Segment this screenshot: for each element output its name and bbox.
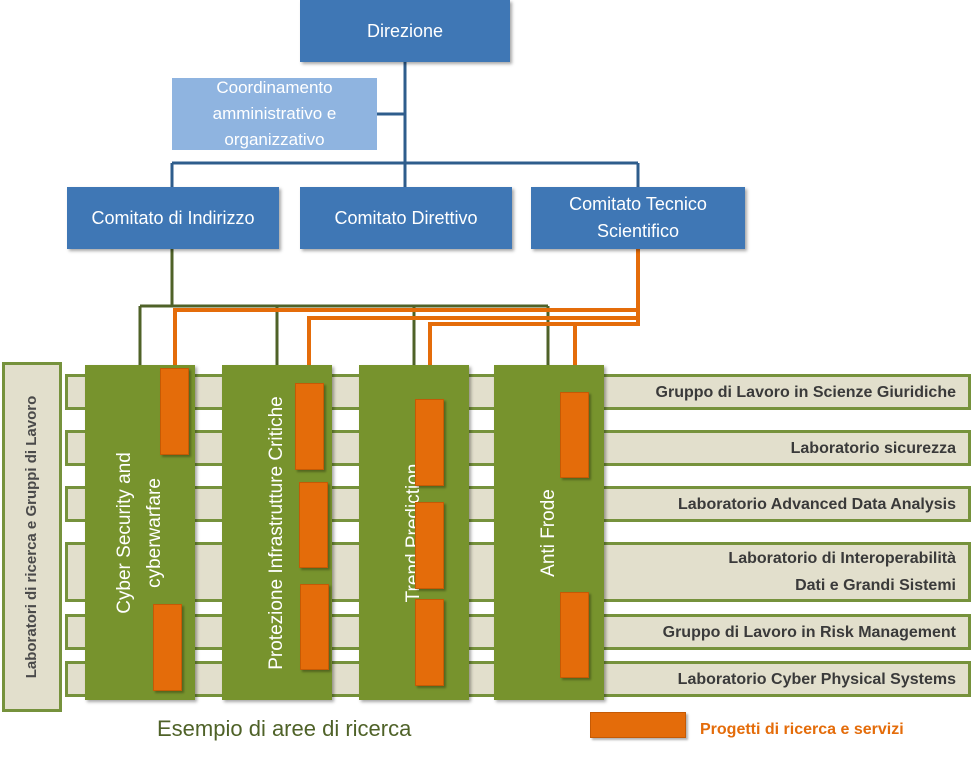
sidebar-label: Laboratori di ricerca e Gruppi di Lavoro [23, 395, 40, 679]
project-block [560, 592, 589, 678]
group-label-block: Laboratorio di Interoperabilità Dati e G… [728, 545, 956, 599]
direzione-box: Direzione [300, 0, 510, 62]
project-block [295, 383, 324, 470]
project-block [300, 584, 329, 670]
caption: Esempio di aree di ricerca [157, 716, 412, 741]
legend-swatch [590, 712, 686, 738]
coordinamento-label: Coordinamento amministrativo e organizza… [212, 78, 337, 149]
group-label: Laboratorio Advanced Data Analysis [678, 495, 956, 513]
group-label: Laboratorio sicurezza [790, 439, 956, 457]
area-label: Protezione Infrastrutture Critiche [266, 395, 287, 670]
area-column-trend-prediction: Trend Prediction [359, 365, 469, 700]
group-label-line2: Dati e Grandi Sistemi [795, 577, 956, 594]
project-block [560, 392, 589, 478]
comitato-direttivo-box: Comitato Direttivo [300, 187, 512, 249]
direzione-label: Direzione [366, 20, 444, 41]
sidebar-box: Laboratori di ricerca e Gruppi di Lavoro [2, 362, 62, 712]
group-label-line1: Laboratorio di Interoperabilità [728, 550, 956, 567]
comitato-tecnico-box: Comitato Tecnico Scientifico [531, 187, 745, 249]
project-block [415, 502, 444, 589]
project-block [299, 482, 328, 568]
project-block [160, 368, 189, 455]
group-label: Gruppo di Lavoro in Scienze Giuridiche [655, 383, 956, 401]
legend-label: Progetti di ricerca e servizi [700, 721, 904, 738]
project-block [415, 399, 444, 486]
group-label: Laboratorio Cyber Physical Systems [677, 670, 956, 688]
comitato-direttivo-label: Comitato Direttivo [334, 207, 478, 228]
comitato-indirizzo-box: Comitato di Indirizzo [67, 187, 279, 249]
project-block [153, 604, 182, 691]
coordinamento-box: Coordinamento amministrativo e organizza… [172, 78, 377, 150]
comitato-tecnico-label: Comitato Tecnico Scientifico [569, 194, 707, 241]
project-block [415, 599, 444, 686]
comitato-indirizzo-label: Comitato di Indirizzo [91, 207, 255, 228]
area-label: Anti Frode [538, 488, 559, 577]
group-label: Gruppo di Lavoro in Risk Management [662, 623, 956, 641]
